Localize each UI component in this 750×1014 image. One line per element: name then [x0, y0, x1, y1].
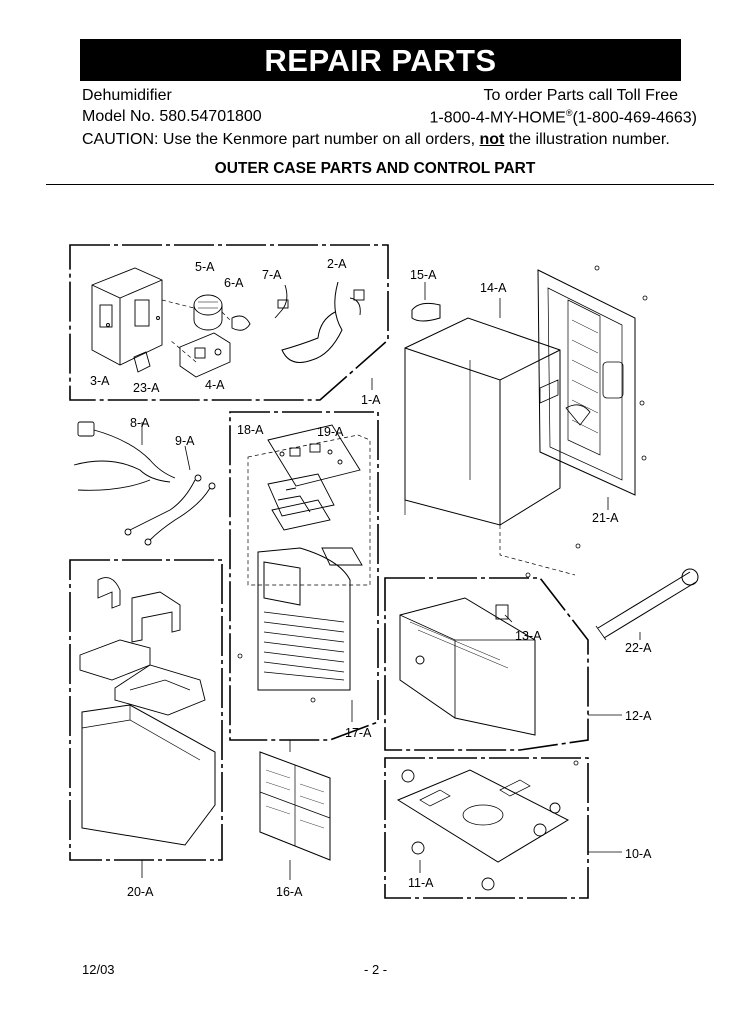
- phone-prefix: 1-800-4-MY-HOME: [429, 109, 566, 127]
- page-number: - 2 -: [364, 962, 388, 977]
- label-23a: 23-A: [133, 381, 160, 395]
- label-10a: 10-A: [625, 847, 652, 861]
- label-19a: 19-A: [317, 425, 344, 439]
- phone-number: 1-800-4-MY-HOME®(1-800-469-4663): [429, 108, 697, 127]
- label-5a: 5-A: [195, 260, 215, 274]
- group-box-17a: [229, 411, 379, 741]
- group-box-1a: [69, 244, 389, 401]
- label-13a: 13-A: [515, 629, 542, 643]
- part-bucket-handle: [97, 577, 181, 643]
- part-control-panel-overlay: [267, 424, 361, 487]
- label-6a: 6-A: [224, 276, 244, 290]
- label-17a: 17-A: [345, 726, 372, 740]
- part-sub-harness: [124, 474, 216, 546]
- part-harness-branch: [349, 297, 361, 316]
- part-bucket: [81, 704, 216, 846]
- label-4a: 4-A: [205, 378, 225, 392]
- part-handle: [411, 302, 441, 322]
- subgroup-box-18a: [247, 434, 371, 586]
- part-harness-plug: [353, 289, 365, 301]
- part-air-filter: [259, 751, 331, 861]
- label-14a: 14-A: [480, 281, 507, 295]
- part-display-bracket: [271, 499, 331, 531]
- model-number: Model No. 580.54701800: [82, 108, 262, 125]
- group-box-12a: [384, 577, 589, 751]
- label-20a: 20-A: [127, 885, 154, 899]
- label-22a: 22-A: [625, 641, 652, 655]
- part-7a-connector: [277, 299, 289, 309]
- group-box-10a: [384, 757, 589, 899]
- group-box-20a: [69, 559, 223, 861]
- part-control-board: [179, 332, 231, 378]
- part-capacitor-clamp: [231, 315, 251, 331]
- part-rear-panel: [537, 269, 636, 496]
- part-display-pcb: [267, 473, 335, 517]
- registered-mark: ®: [565, 108, 573, 118]
- part-power-cord: [73, 421, 176, 491]
- part-front-panel: [257, 547, 351, 691]
- footer-date: 12/03: [82, 962, 115, 977]
- label-12a: 12-A: [625, 709, 652, 723]
- label-21a: 21-A: [592, 511, 619, 525]
- label-15a: 15-A: [410, 268, 437, 282]
- label-8a: 8-A: [130, 416, 150, 430]
- part-wiring-harness: [281, 281, 343, 363]
- order-line: To order Parts call Toll Free: [483, 87, 678, 104]
- part-drain-hose: [595, 568, 699, 641]
- part-casters: [401, 769, 561, 891]
- part-bucket-float: [79, 639, 206, 716]
- label-11a: 11-A: [408, 876, 434, 890]
- cabinet-guide: [499, 525, 576, 576]
- part-capacitor: [193, 294, 223, 331]
- assembly-lines: [161, 299, 233, 363]
- label-1a: 1-A: [361, 393, 381, 407]
- part-base-frame: [399, 597, 536, 736]
- caution-text: CAUTION: Use the Kenmore part number on …: [82, 131, 670, 149]
- label-16a: 16-A: [276, 885, 303, 899]
- label-3a: 3-A: [90, 374, 110, 388]
- label-9a: 9-A: [175, 434, 195, 448]
- part-7a-thermistor: [274, 284, 288, 319]
- label-2a: 2-A: [327, 257, 347, 271]
- part-display-cable: [321, 547, 363, 566]
- screws: [237, 265, 648, 766]
- label-18a: 18-A: [237, 423, 264, 437]
- product-name: Dehumidifier: [82, 87, 172, 104]
- caution-start: CAUTION: Use the Kenmore part number on …: [82, 131, 480, 148]
- part-13a-switch: [495, 604, 509, 620]
- part-control-bracket: [91, 267, 163, 366]
- part-cabinet: [404, 317, 561, 526]
- label-7a: 7-A: [262, 268, 282, 282]
- page-title: REPAIR PARTS: [80, 39, 681, 81]
- part-caster-base: [396, 769, 570, 863]
- caution-emphasis: not: [479, 131, 505, 148]
- section-title: OUTER CASE PARTS AND CONTROL PART: [214, 160, 536, 177]
- divider: [46, 184, 714, 185]
- leader-lines: [141, 282, 641, 880]
- caution-end: the illustration number.: [504, 131, 670, 148]
- phone-suffix: (1-800-469-4663): [572, 109, 697, 127]
- part-23a-clip: [133, 351, 151, 373]
